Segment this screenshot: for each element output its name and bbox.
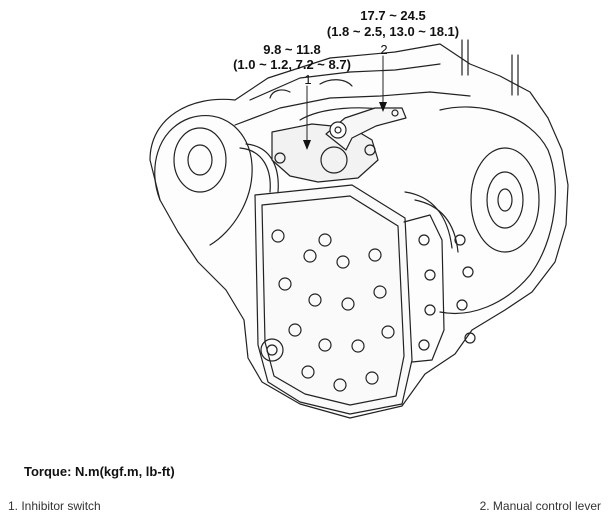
callout-1: 1 bbox=[304, 72, 311, 87]
legend-item-inhibitor-switch: 1. Inhibitor switch bbox=[8, 499, 101, 513]
torque-spec-upper-value: 17.7 ~ 24.5 bbox=[360, 8, 425, 23]
legend-item-manual-control-lever: 2. Manual control lever bbox=[479, 499, 601, 513]
manual-control-lever bbox=[325, 107, 407, 151]
valve-body-cover bbox=[254, 184, 413, 415]
torque-spec-lower-value: 9.8 ~ 11.8 bbox=[263, 42, 320, 57]
callout-2: 2 bbox=[380, 42, 387, 57]
drain-plug bbox=[260, 338, 284, 362]
torque-spec-upper-units: (1.8 ~ 2.5, 13.0 ~ 18.1) bbox=[327, 24, 459, 39]
rear-housing bbox=[439, 106, 556, 315]
torque-units-note: Torque: N.m(kgf.m, lb-ft) bbox=[24, 464, 175, 479]
converter-housing bbox=[154, 115, 253, 246]
cover-bolts bbox=[271, 229, 395, 392]
torque-spec-lower-units: (1.0 ~ 1.2, 7.2 ~ 8.7) bbox=[233, 57, 351, 72]
